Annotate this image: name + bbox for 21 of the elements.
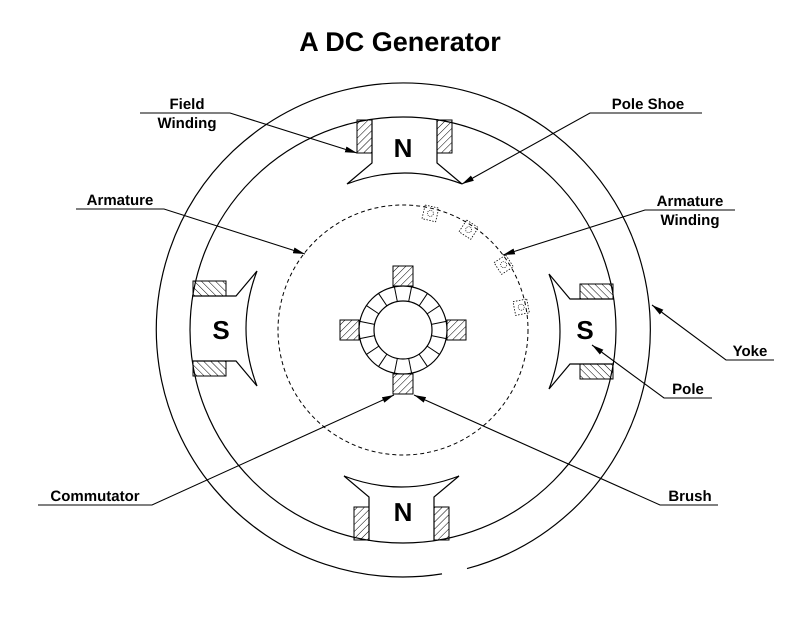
part-label: Commutator xyxy=(50,487,140,506)
part-label: Armature Winding xyxy=(656,192,724,230)
pole-letter: N xyxy=(394,134,412,162)
part-label: Pole Shoe xyxy=(612,95,684,114)
part-label: Field Winding xyxy=(158,95,216,133)
leader-line xyxy=(414,394,718,506)
diagram-title: A DC Generator xyxy=(299,26,501,58)
leader-line xyxy=(592,344,712,399)
leader-line xyxy=(76,208,306,255)
leader-line xyxy=(38,394,394,506)
pole-letter: S xyxy=(576,316,594,344)
pole-letter: S xyxy=(212,316,230,344)
part-label: Brush xyxy=(668,487,712,506)
part-label: Pole xyxy=(672,380,704,399)
part-label: Armature xyxy=(86,191,154,210)
leader-line xyxy=(140,112,358,154)
part-label: Yoke xyxy=(732,342,768,361)
leader-line xyxy=(502,209,735,256)
leader-line xyxy=(462,112,702,184)
pole-letter: N xyxy=(394,498,412,526)
leader-line xyxy=(652,304,774,361)
